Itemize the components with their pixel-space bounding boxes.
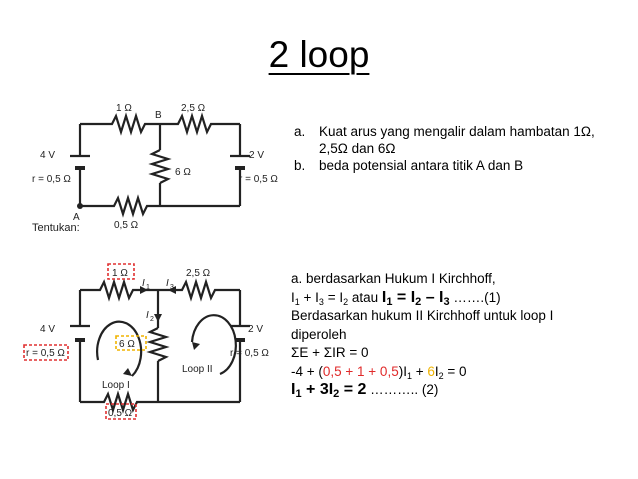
eq3-i1-sub: 1 — [295, 388, 302, 400]
answer-line-7: I1 + 3I2 = 2 ……….. (2) — [291, 381, 553, 400]
label-node-b: B — [155, 110, 162, 121]
label-int-right: r = 0,5 Ω — [239, 174, 278, 185]
label-emf-left-loop: 4 V — [40, 324, 55, 335]
label-r4-loop: 0,5 Ω — [108, 408, 133, 419]
eq2-i2-sub: 2 — [438, 370, 444, 381]
current-arrow-i2 — [154, 314, 162, 322]
eq2-red-resistances: 0,5 + 1 + 0,5 — [322, 363, 399, 379]
eq2-i1-sub: 1 — [406, 370, 412, 381]
label-i2-sub: 2 — [150, 316, 154, 323]
resistor-6ohm — [148, 149, 172, 184]
label-r1-loop: 1 Ω — [112, 268, 128, 279]
eq2-yellow-six: 6 — [427, 363, 435, 379]
resistor-2-5ohm-loop — [158, 278, 240, 302]
resistor-6ohm-loop — [146, 327, 170, 362]
highlight-int-left — [23, 344, 69, 361]
label-i3: I — [166, 278, 169, 289]
eq2-start: -4 + ( — [291, 363, 323, 379]
label-int-left-loop: r = 0,5 Ω — [26, 348, 65, 359]
answer-line-3: Berdasarkan hukum II Kirchhoff untuk loo… — [291, 308, 554, 323]
battery-left — [70, 154, 90, 170]
eq1-i2-sub: 2 — [343, 296, 349, 307]
label-r3-loop: 6 Ω — [119, 339, 135, 350]
label-r2: 2,5 Ω — [181, 103, 206, 114]
label-r4: 0,5 Ω — [114, 220, 139, 231]
label-emf-right: 2 V — [249, 150, 264, 161]
answer-line-2: I1 + I3 = I2 atau I1 = I2 – I3 …….(1) — [291, 289, 553, 308]
resistor-1ohm — [80, 112, 160, 136]
eq3-i2-sub: 2 — [333, 388, 340, 400]
eq2-i2: I — [434, 363, 439, 379]
resistor-1ohm-loop — [80, 278, 158, 302]
battery-left-loop — [70, 324, 90, 342]
battery-right-loop — [230, 324, 250, 342]
label-r1: 1 Ω — [116, 103, 132, 114]
label-loop-2: Loop II — [182, 364, 213, 375]
loop-2-arrowhead — [192, 342, 200, 350]
highlight-r1 — [107, 263, 135, 280]
eq1-bold-i1-sub: 1 — [386, 295, 393, 308]
eq1-eq-i2: = I — [323, 289, 344, 305]
eq1-i1: I — [291, 289, 295, 305]
question-b: b. beda potensial antara titik A dan B — [294, 157, 624, 174]
label-i3-sub: 3 — [170, 284, 174, 291]
eq3-eq-2: = 2 — [339, 381, 367, 398]
slide-title: 2 loop — [268, 34, 370, 75]
eq1-atau: atau — [348, 289, 382, 305]
eq1-bold-i1: I — [381, 288, 387, 306]
label-i1-sub: 1 — [146, 284, 150, 291]
label-i1: I — [142, 278, 145, 289]
eq1-bold-i3-sub: 3 — [443, 295, 450, 308]
label-r2-loop: 2,5 Ω — [186, 268, 211, 279]
question-b-text: beda potensial antara titik A dan B — [319, 158, 524, 173]
eq2-plus: + — [411, 363, 428, 379]
current-arrow-i3 — [168, 286, 176, 294]
resistor-2-5ohm — [160, 112, 240, 136]
eq1-plus-i3: + I — [299, 289, 319, 305]
answer-line-6: -4 + (0,5 + 1 + 0,5)I1 + 6I2 = 0 — [291, 363, 553, 382]
loop-2-arrow — [190, 314, 237, 376]
question-a-marker: a. — [294, 124, 306, 139]
eq1-bold-i3: – I — [421, 288, 444, 306]
answer-line-1: a. berdasarkan Hukum I Kirchhoff, — [291, 271, 496, 286]
resistor-0-5ohm-loop — [80, 390, 240, 414]
eq1-bold-i2: = I — [392, 288, 416, 306]
question-b-marker: b. — [294, 158, 306, 173]
highlight-r4 — [105, 403, 137, 420]
answer-block: a. berdasarkan Hukum I Kirchhoff, I1 + I… — [291, 270, 553, 400]
node-a-dot — [77, 203, 83, 209]
eq3-3i2: + 3I — [301, 381, 334, 398]
label-emf-left: 4 V — [40, 150, 55, 161]
question-a-text: Kuat arus yang mengalir dalam hambatan 1… — [319, 124, 595, 156]
current-arrow-i1 — [140, 286, 148, 294]
question-list: a. Kuat arus yang mengalir dalam hambata… — [294, 123, 624, 174]
eq2-end: = 0 — [443, 363, 467, 379]
label-emf-right-loop: 2 V — [248, 324, 263, 335]
label-r3: 6 Ω — [175, 167, 191, 178]
eq3-i1: I — [291, 381, 296, 398]
label-node-a: A — [73, 212, 80, 223]
answer-line-5: ΣE + ΣIR = 0 — [291, 345, 369, 360]
eq1-i3-sub: 3 — [318, 296, 324, 307]
answer-line-4: diperoleh — [291, 326, 347, 342]
loop-1-arrow — [96, 320, 143, 377]
label-caption: Tentukan: — [32, 222, 80, 234]
circuit-diagram-loops: 1 Ω 2,5 Ω 6 Ω 0,5 Ω I 1 I 3 I 2 4 V r = … — [23, 263, 269, 420]
label-loop-1: Loop I — [102, 380, 130, 391]
highlight-r3 — [115, 335, 147, 351]
eq1-i1-sub: 1 — [294, 296, 300, 307]
label-i2: I — [146, 310, 149, 321]
eq1-number: …….(1) — [449, 289, 501, 305]
question-a: a. Kuat arus yang mengalir dalam hambata… — [294, 123, 624, 157]
eq3-number: ……….. (2) — [366, 382, 439, 397]
battery-right — [230, 154, 250, 170]
eq2-i1: )I — [398, 363, 407, 379]
label-int-right-loop: r = 0,5 Ω — [230, 348, 269, 359]
resistor-0-5ohm — [80, 194, 240, 218]
eq1-bold-i2-sub: 2 — [415, 295, 422, 308]
label-int-left: r = 0,5 Ω — [32, 174, 71, 185]
circuit-diagram-top: 1 Ω 2,5 Ω B 6 Ω 0,5 Ω A 4 V r = 0,5 Ω 2 … — [32, 103, 278, 234]
loop-1-arrowhead — [123, 368, 132, 376]
